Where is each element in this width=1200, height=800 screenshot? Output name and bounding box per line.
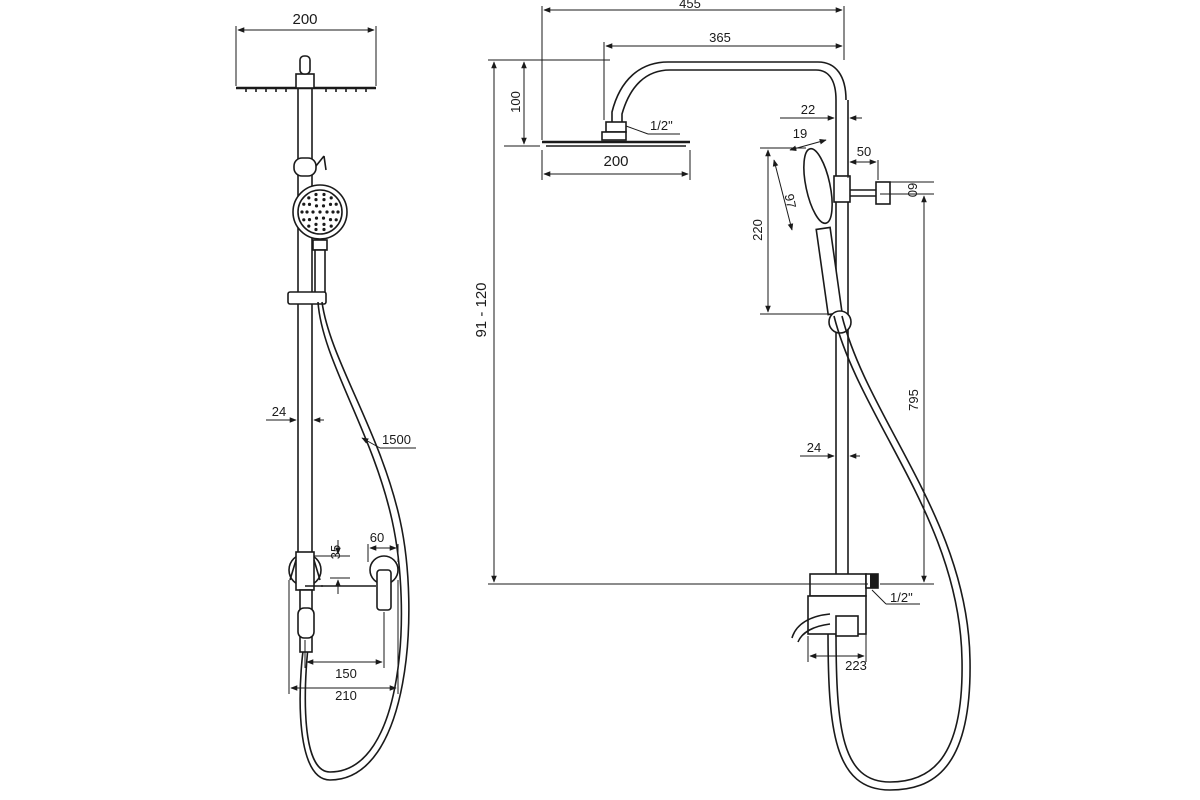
nozzle-dot <box>314 222 318 226</box>
head-drop-label: 100 <box>508 91 523 113</box>
dim-thread-bottom: 1/2" <box>871 589 920 605</box>
dim-wall-gap: 22 <box>780 102 862 121</box>
upper-clamp <box>293 155 327 177</box>
center-distance-label: 150 <box>335 666 357 681</box>
holder-depth-label: 50 <box>857 144 871 159</box>
dim-head-drop: 100 <box>488 59 610 147</box>
dim-hand-angle: 19 <box>789 126 827 152</box>
nozzle-dot <box>322 222 326 226</box>
handle-width-label: 60 <box>370 530 384 545</box>
thread-bottom-label: 1/2" <box>890 590 913 605</box>
dim-pipe-diameter-right: 24 <box>800 440 860 459</box>
pipe-diameter-left-label: 24 <box>272 404 286 419</box>
arm-reach-label: 365 <box>709 30 731 45</box>
wall-bracket <box>833 175 891 205</box>
nozzle-dot <box>307 218 312 222</box>
rain-shower-head <box>236 55 376 92</box>
dim-holder-depth: 50 <box>847 144 879 180</box>
nozzle-dot <box>328 218 333 222</box>
dim-thread-top: 1/2" <box>625 118 680 135</box>
nozzle-dot <box>311 210 315 214</box>
nozzle-dot <box>302 218 306 222</box>
dim-handle-width: 60 <box>367 530 399 562</box>
nozzle-dot <box>322 198 326 202</box>
nozzle-dot <box>305 210 309 214</box>
nozzle-dot <box>314 192 318 197</box>
nozzle-dot <box>307 202 312 206</box>
front-view: 200 <box>235 11 416 781</box>
nozzle-dot <box>322 192 326 197</box>
dim-head-width-side: 200 <box>541 150 691 180</box>
riser-pipe-side <box>835 100 849 575</box>
dim-bar-height: 795 <box>880 193 934 585</box>
nozzle-dot <box>328 202 333 206</box>
dim-arm-reach: 365 <box>603 30 843 120</box>
dim-pipe-diameter-left: 24 <box>266 404 324 423</box>
nozzle-dot <box>314 198 318 202</box>
hand-diameter-label: 97 <box>782 192 800 209</box>
nozzle-dot <box>321 216 326 220</box>
nozzle-dot <box>318 210 322 214</box>
nozzle-dot <box>322 227 326 232</box>
shower-hose-side <box>833 315 963 783</box>
hand-shower-nozzles <box>300 192 340 232</box>
nozzle-dot <box>329 196 333 200</box>
nozzle-dot <box>302 202 306 206</box>
height-range-label: 91 - 120 <box>473 282 490 337</box>
dim-holder-size: 60 <box>890 181 934 197</box>
overall-width-label: 455 <box>679 0 701 11</box>
nozzle-dot <box>307 224 311 228</box>
thread-top-label: 1/2" <box>650 118 673 133</box>
nozzle-dot <box>300 210 304 214</box>
pipe-diameter-right-label: 24 <box>807 440 821 455</box>
nozzle-dot <box>331 210 335 214</box>
dim-spout-depth: 223 <box>807 600 867 673</box>
dim-overall-width: 455 <box>541 0 845 140</box>
shower-arm <box>611 61 847 122</box>
dim-height-range: 91 - 120 <box>473 61 868 585</box>
nozzle-dot <box>314 216 319 220</box>
dim-mixer-offset: 35 <box>314 540 350 594</box>
dim-total-width: 210 <box>288 580 399 703</box>
dim-hose-length: 1500 <box>361 432 416 449</box>
spout-depth-label: 223 <box>845 658 867 673</box>
hand-angle-label: 19 <box>793 126 807 141</box>
head-width-label: 200 <box>292 11 317 28</box>
hose-length-label: 1500 <box>382 432 411 447</box>
hand-shower <box>292 184 348 303</box>
nozzle-dot <box>321 204 326 208</box>
nozzle-dot <box>325 210 329 214</box>
nozzle-dot <box>336 210 340 214</box>
nozzle-row <box>245 88 367 92</box>
wall-gap-label: 22 <box>801 102 815 117</box>
dim-head-width: 200 <box>235 11 377 86</box>
nozzle-dot <box>334 218 338 222</box>
mixer <box>288 551 399 653</box>
slide-holder <box>287 291 327 305</box>
dim-center-distance: 150 <box>304 612 385 681</box>
nozzle-dot <box>314 204 319 208</box>
dim-hand-diameter: 97 <box>772 159 800 231</box>
rain-shower-head-side <box>542 121 690 147</box>
nozzle-dot <box>307 196 311 200</box>
head-width-side-label: 200 <box>603 153 628 170</box>
slide-holder-side <box>828 310 852 334</box>
holder-size-label: 60 <box>905 183 920 197</box>
nozzle-dot <box>329 224 333 228</box>
bar-height-label: 795 <box>906 389 921 411</box>
nozzle-dot <box>314 227 318 232</box>
side-view: 455 365 100 1/2" 200 <box>473 0 971 791</box>
dim-hand-height: 220 <box>750 147 830 315</box>
total-width-label: 210 <box>335 688 357 703</box>
nozzle-dot <box>334 202 338 206</box>
shower-hose <box>299 301 410 781</box>
hand-shower-side <box>803 147 843 316</box>
hand-height-label: 220 <box>750 219 765 241</box>
mixer-offset-label: 35 <box>328 545 343 559</box>
